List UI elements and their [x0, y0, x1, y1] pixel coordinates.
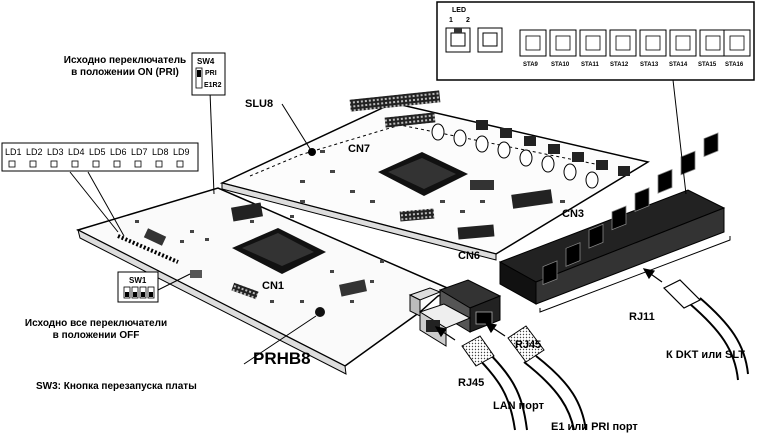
led-label-3: LD3 [47, 147, 64, 157]
pin-header-cn1 [231, 282, 259, 300]
e1-pri-port-label: E1 или PRI порт [551, 421, 638, 433]
sw4-box [191, 52, 226, 96]
cn6-label: CN6 [458, 250, 481, 262]
prhb8-label: PRHB8 [253, 349, 311, 368]
cable-e1 [507, 325, 587, 431]
dkt-slt-label: К DKT или SLT [666, 349, 745, 361]
slu8-components [300, 150, 565, 213]
slu8-pointer-dot [308, 148, 316, 156]
sta9-label: STA9 [523, 62, 538, 68]
sw1-box [117, 271, 159, 303]
board-components [135, 215, 384, 303]
sw4-title: SW4 [197, 57, 215, 66]
cn6-chip [457, 224, 495, 240]
led-markers [8, 160, 184, 168]
main-chip [232, 228, 326, 274]
cn1-label: CN1 [262, 280, 285, 292]
led-label-5: LD5 [89, 147, 106, 157]
sw1-title: SW1 [129, 276, 147, 285]
insertion-arrows [434, 268, 663, 341]
front-panel-inset [436, 1, 755, 81]
sw4-pri-label: PRI [205, 70, 217, 77]
sta15-label: STA15 [698, 62, 717, 68]
chip-small-2 [143, 228, 167, 246]
led-label-4: LD4 [68, 147, 85, 157]
led-strip [117, 234, 179, 264]
cable-lan [461, 335, 528, 431]
rj11-sockets [542, 132, 719, 286]
small-chip-a [399, 208, 435, 222]
front-led-title: LED [452, 7, 466, 14]
sta16-label: STA16 [725, 62, 744, 68]
slu8-label: SLU8 [245, 98, 274, 110]
sta13-label: STA13 [640, 62, 659, 68]
slu8-board [219, 90, 650, 261]
sta11-label: STA11 [581, 62, 599, 68]
cn3-chip [511, 189, 553, 209]
led-label-1: LD1 [5, 147, 22, 157]
capacitors [431, 123, 599, 189]
led-jack-pair [445, 27, 503, 53]
sw1-note-line1: Исходно все переключатели [24, 318, 168, 329]
chip-small-1 [231, 202, 263, 222]
front-led-pin-2: 2 [466, 17, 470, 24]
rj45-upper-label: RJ45 [515, 339, 542, 351]
cable-rj11 [662, 279, 749, 381]
rj11-label: RJ11 [629, 311, 655, 323]
pin-header-top-1 [349, 90, 441, 112]
sw4-e1r2-label: E1R2 [204, 82, 222, 89]
sta-jack-inner [525, 35, 745, 51]
sw3-button [315, 307, 325, 317]
sw4-note-line2: в положении ON (PRI) [71, 67, 179, 78]
chip-small-3 [339, 279, 367, 297]
sta10-label: STA10 [551, 62, 570, 68]
front-led-pin-1: 1 [449, 17, 453, 24]
pin-header-top-2 [384, 112, 436, 128]
sw4-note-line1: Исходно переключатель [63, 55, 187, 66]
sw3-note: SW3: Кнопка перезапуска платы [36, 381, 197, 392]
cn7-chip [378, 152, 468, 196]
leader-lines [69, 79, 687, 365]
sta14-label: STA14 [669, 62, 688, 68]
led-label-2: LD2 [26, 147, 43, 157]
sw1-component [190, 270, 202, 278]
led-label-9: LD9 [173, 147, 190, 157]
rj11-bracket [539, 236, 731, 313]
prhb8-board [75, 187, 454, 375]
lan-port-label: LAN порт [493, 400, 544, 412]
led-label-6: LD6 [110, 147, 127, 157]
rj11-connector-block [498, 132, 731, 313]
cn3-label: CN3 [562, 208, 585, 220]
led-label-7: LD7 [131, 147, 148, 157]
transformers [476, 120, 630, 176]
led-label-8: LD8 [152, 147, 169, 157]
rj45-connectors [408, 279, 502, 347]
rj45-lower-label: RJ45 [458, 377, 485, 389]
sta-jacks [519, 29, 751, 57]
cn7-label: CN7 [348, 143, 371, 155]
small-chip-b [470, 180, 494, 190]
sta12-label: STA12 [610, 62, 629, 68]
sw1-note-line2: в положении OFF [52, 330, 140, 341]
